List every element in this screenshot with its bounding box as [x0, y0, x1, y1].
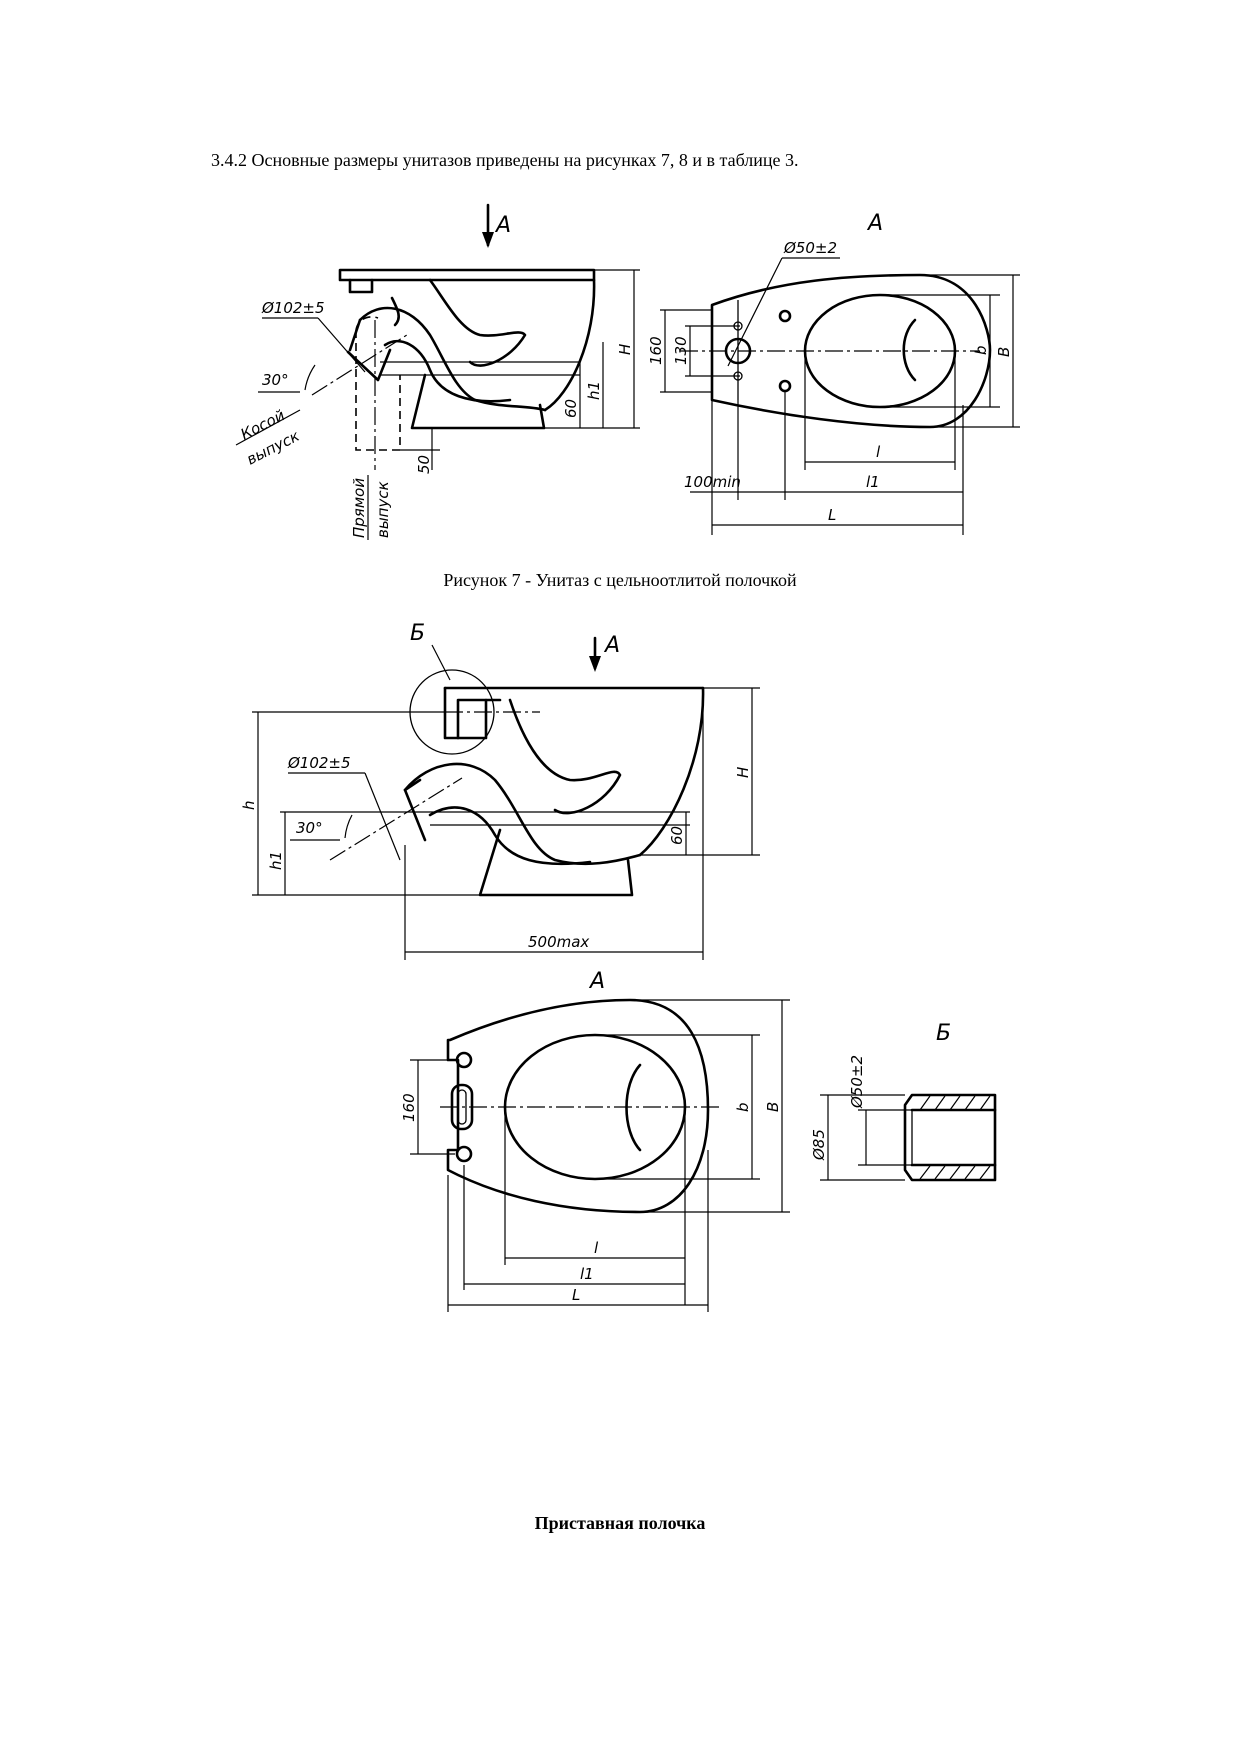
fig7-bowl-inner: [428, 278, 527, 367]
fig7-neck: [390, 296, 401, 327]
fig7-straight-label-2: выпуск: [374, 481, 392, 538]
fig8-detail-view: Б Ø50±2 Ø85: [810, 1021, 997, 1182]
fig8-dim-b: b: [734, 1102, 752, 1112]
fig8-side-view: Б А Ø102±5 30° h h1: [240, 621, 760, 960]
fig8-outlet: [403, 778, 427, 842]
fig8-dim-d50: Ø50±2: [848, 1055, 866, 1109]
fig7-arrow-head: [482, 232, 494, 248]
fig8-dim-60: 60: [668, 826, 686, 845]
fig8-diam-leader: [364, 772, 401, 861]
fig8-pipe-bore: [910, 1108, 997, 1167]
fig8-dim-d85: Ø85: [810, 1129, 828, 1161]
fig8-dim-L: L: [572, 1286, 580, 1304]
fig7-diam-label: Ø102±5: [261, 299, 325, 317]
fig7-dim-b: b: [972, 345, 990, 355]
fig7-rim: [338, 268, 596, 282]
fig8-slot-inner: [457, 1089, 467, 1125]
fig8-bowl-front: [638, 686, 705, 857]
fig7-dim-B: B: [995, 347, 1013, 357]
fig7-dim-l: l: [876, 443, 881, 461]
fig7-oblique-leader: [235, 409, 301, 446]
fig7-straight-outlet: [355, 330, 401, 451]
figure-7-caption: Рисунок 7 - Унитаз с цельноотлитой полоч…: [443, 570, 797, 590]
fig7-dim-160: 160: [647, 336, 665, 365]
fig7-d50-label: Ø50±2: [783, 239, 837, 257]
fig8-oblique-axis: [329, 777, 463, 861]
fig8-top-outline: [446, 998, 710, 1214]
fig8-detail-label: Б: [410, 621, 425, 646]
fig7-dim-H: H: [616, 344, 634, 355]
fig7-oblique-axis: [311, 332, 411, 396]
fig8-dim-h1: h1: [267, 851, 285, 870]
intro-paragraph: 3.4.2 Основные размеры унитазов приведен…: [211, 150, 799, 170]
fig7-dim-L: L: [828, 506, 836, 524]
fig8-dim-l1: l1: [580, 1265, 594, 1283]
fig8-dim-500max: 500max: [528, 933, 589, 951]
fig8-slot: [450, 1083, 474, 1131]
fig7-hole-bottom: [778, 379, 792, 393]
fig8-view-label: А: [588, 969, 605, 994]
fig8-detail-view-label: Б: [936, 1021, 951, 1046]
figure-8-caption: Приставная полочка: [534, 1513, 706, 1533]
fig7-side-view: А Ø102±5 30° Косой выпуск: [235, 203, 640, 540]
fig8-hole-top: [455, 1051, 473, 1069]
fig7-hole-top: [778, 309, 792, 323]
fig7-dim-l1: l1: [866, 473, 880, 491]
fig7-diam-leader: [317, 317, 366, 373]
fig8-dim-160: 160: [400, 1093, 418, 1122]
fig8-trap-lower: [428, 806, 592, 866]
fig7-trap-upper: [358, 306, 547, 412]
fig7-straight-label-1: Прямой: [350, 478, 368, 538]
fig8-dim-h: h: [240, 800, 258, 810]
fig8-angle-arc: [344, 814, 353, 839]
fig8-top-view: А 160 b B l l1 L: [400, 969, 790, 1312]
fig7-shelf: [348, 278, 374, 294]
fig8-dim-B: B: [764, 1102, 782, 1112]
fig8-base: [478, 828, 634, 897]
fig7-dim-60: 60: [562, 399, 580, 418]
fig8-trap-upper: [403, 762, 642, 866]
fig8-diam-label: Ø102±5: [287, 754, 351, 772]
fig8-arrow-label: А: [603, 633, 620, 658]
fig7-trap-lower: [383, 339, 512, 403]
fig7-d50-leader: [727, 257, 783, 367]
fig7-dim-h1: h1: [585, 381, 603, 400]
fig7-dim-50: 50: [415, 455, 433, 474]
fig7-seat-arc: [902, 318, 917, 382]
fig7-dim-130: 130: [672, 336, 690, 365]
fig8-arrow-head: [589, 656, 601, 672]
fig8-pipe-outer: [903, 1093, 997, 1182]
fig8-pipe-hatch-bottom: [919, 1165, 991, 1180]
fig8-hole-bottom: [455, 1145, 473, 1163]
fig7-oblique-outlet: [346, 318, 392, 382]
fig7-view-label: А: [866, 211, 883, 236]
fig8-angle-label: 30°: [296, 819, 323, 837]
fig7-straight-outlet-top: [355, 316, 379, 331]
fig7-angle-arc: [304, 364, 316, 391]
fig7-angle-label: 30°: [262, 371, 289, 389]
fig8-dim-l: l: [594, 1239, 599, 1257]
fig8-shelf-inner: [456, 698, 488, 740]
fig7-top-view: А Ø50±2 160 130 b B: [647, 211, 1020, 535]
fig8-detail-leader: [431, 644, 451, 681]
fig8-bowl-inner: [508, 698, 622, 815]
fig8-dim-H: H: [734, 767, 752, 778]
fig8-pipe-hatch-top: [919, 1095, 991, 1111]
fig7-base: [410, 373, 546, 430]
fig7-arrow-label: А: [494, 213, 511, 238]
fig8-shelf: [443, 686, 502, 740]
